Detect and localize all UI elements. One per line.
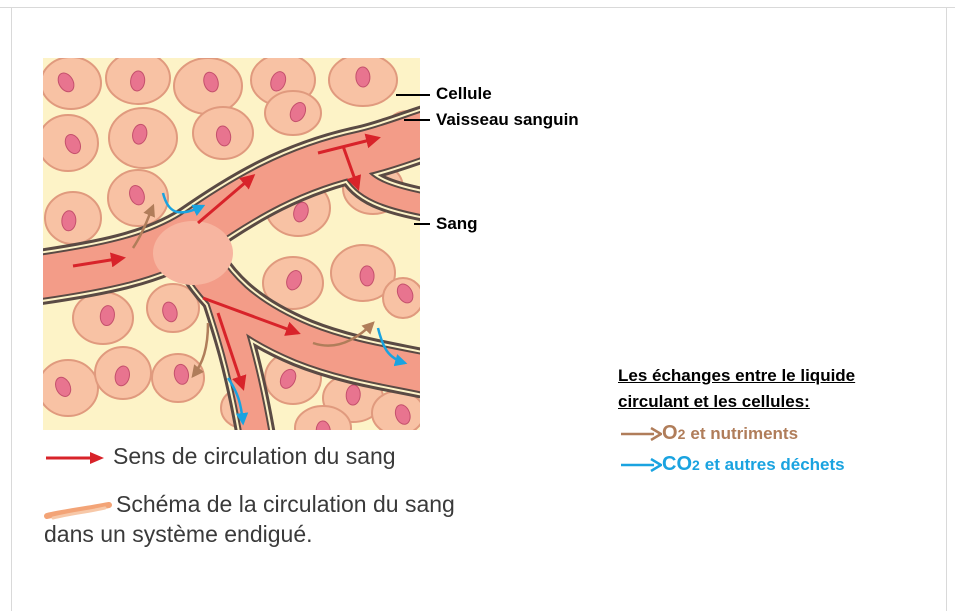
legend-caption-line1: Schéma de la circulation du sang (116, 491, 455, 518)
label-vessel: Vaisseau sanguin (436, 110, 579, 130)
callout-leader-lines (390, 85, 435, 235)
o2-text: et nutriments (690, 424, 798, 444)
label-cell: Cellule (436, 84, 492, 104)
cell-nucleus (356, 67, 371, 87)
o2-formula: O (662, 422, 678, 445)
co2-subscript: 2 (692, 457, 700, 473)
label-blood: Sang (436, 214, 478, 234)
legend-caption-line2: dans un système endigué. (44, 521, 313, 548)
frame-right-border (946, 7, 947, 611)
co2-formula: CO (662, 453, 692, 476)
cell-nucleus (360, 266, 374, 286)
o2-subscript: 2 (678, 426, 686, 442)
vessel-swatch-icon (43, 500, 113, 522)
blue-arrow-icon (620, 458, 662, 472)
tissue-illustration (43, 58, 420, 430)
exchanges-title-line1: Les échanges entre le liquide (618, 366, 855, 386)
red-arrow-icon (44, 450, 106, 466)
brown-arrow-icon (620, 427, 662, 441)
co2-text: et autres déchets (705, 455, 845, 475)
exchanges-title-line2: circulant et les cellules: (618, 392, 810, 412)
frame-top-border (0, 7, 955, 8)
legend-direction-text: Sens de circulation du sang (113, 443, 396, 470)
frame-left-border (11, 7, 12, 611)
